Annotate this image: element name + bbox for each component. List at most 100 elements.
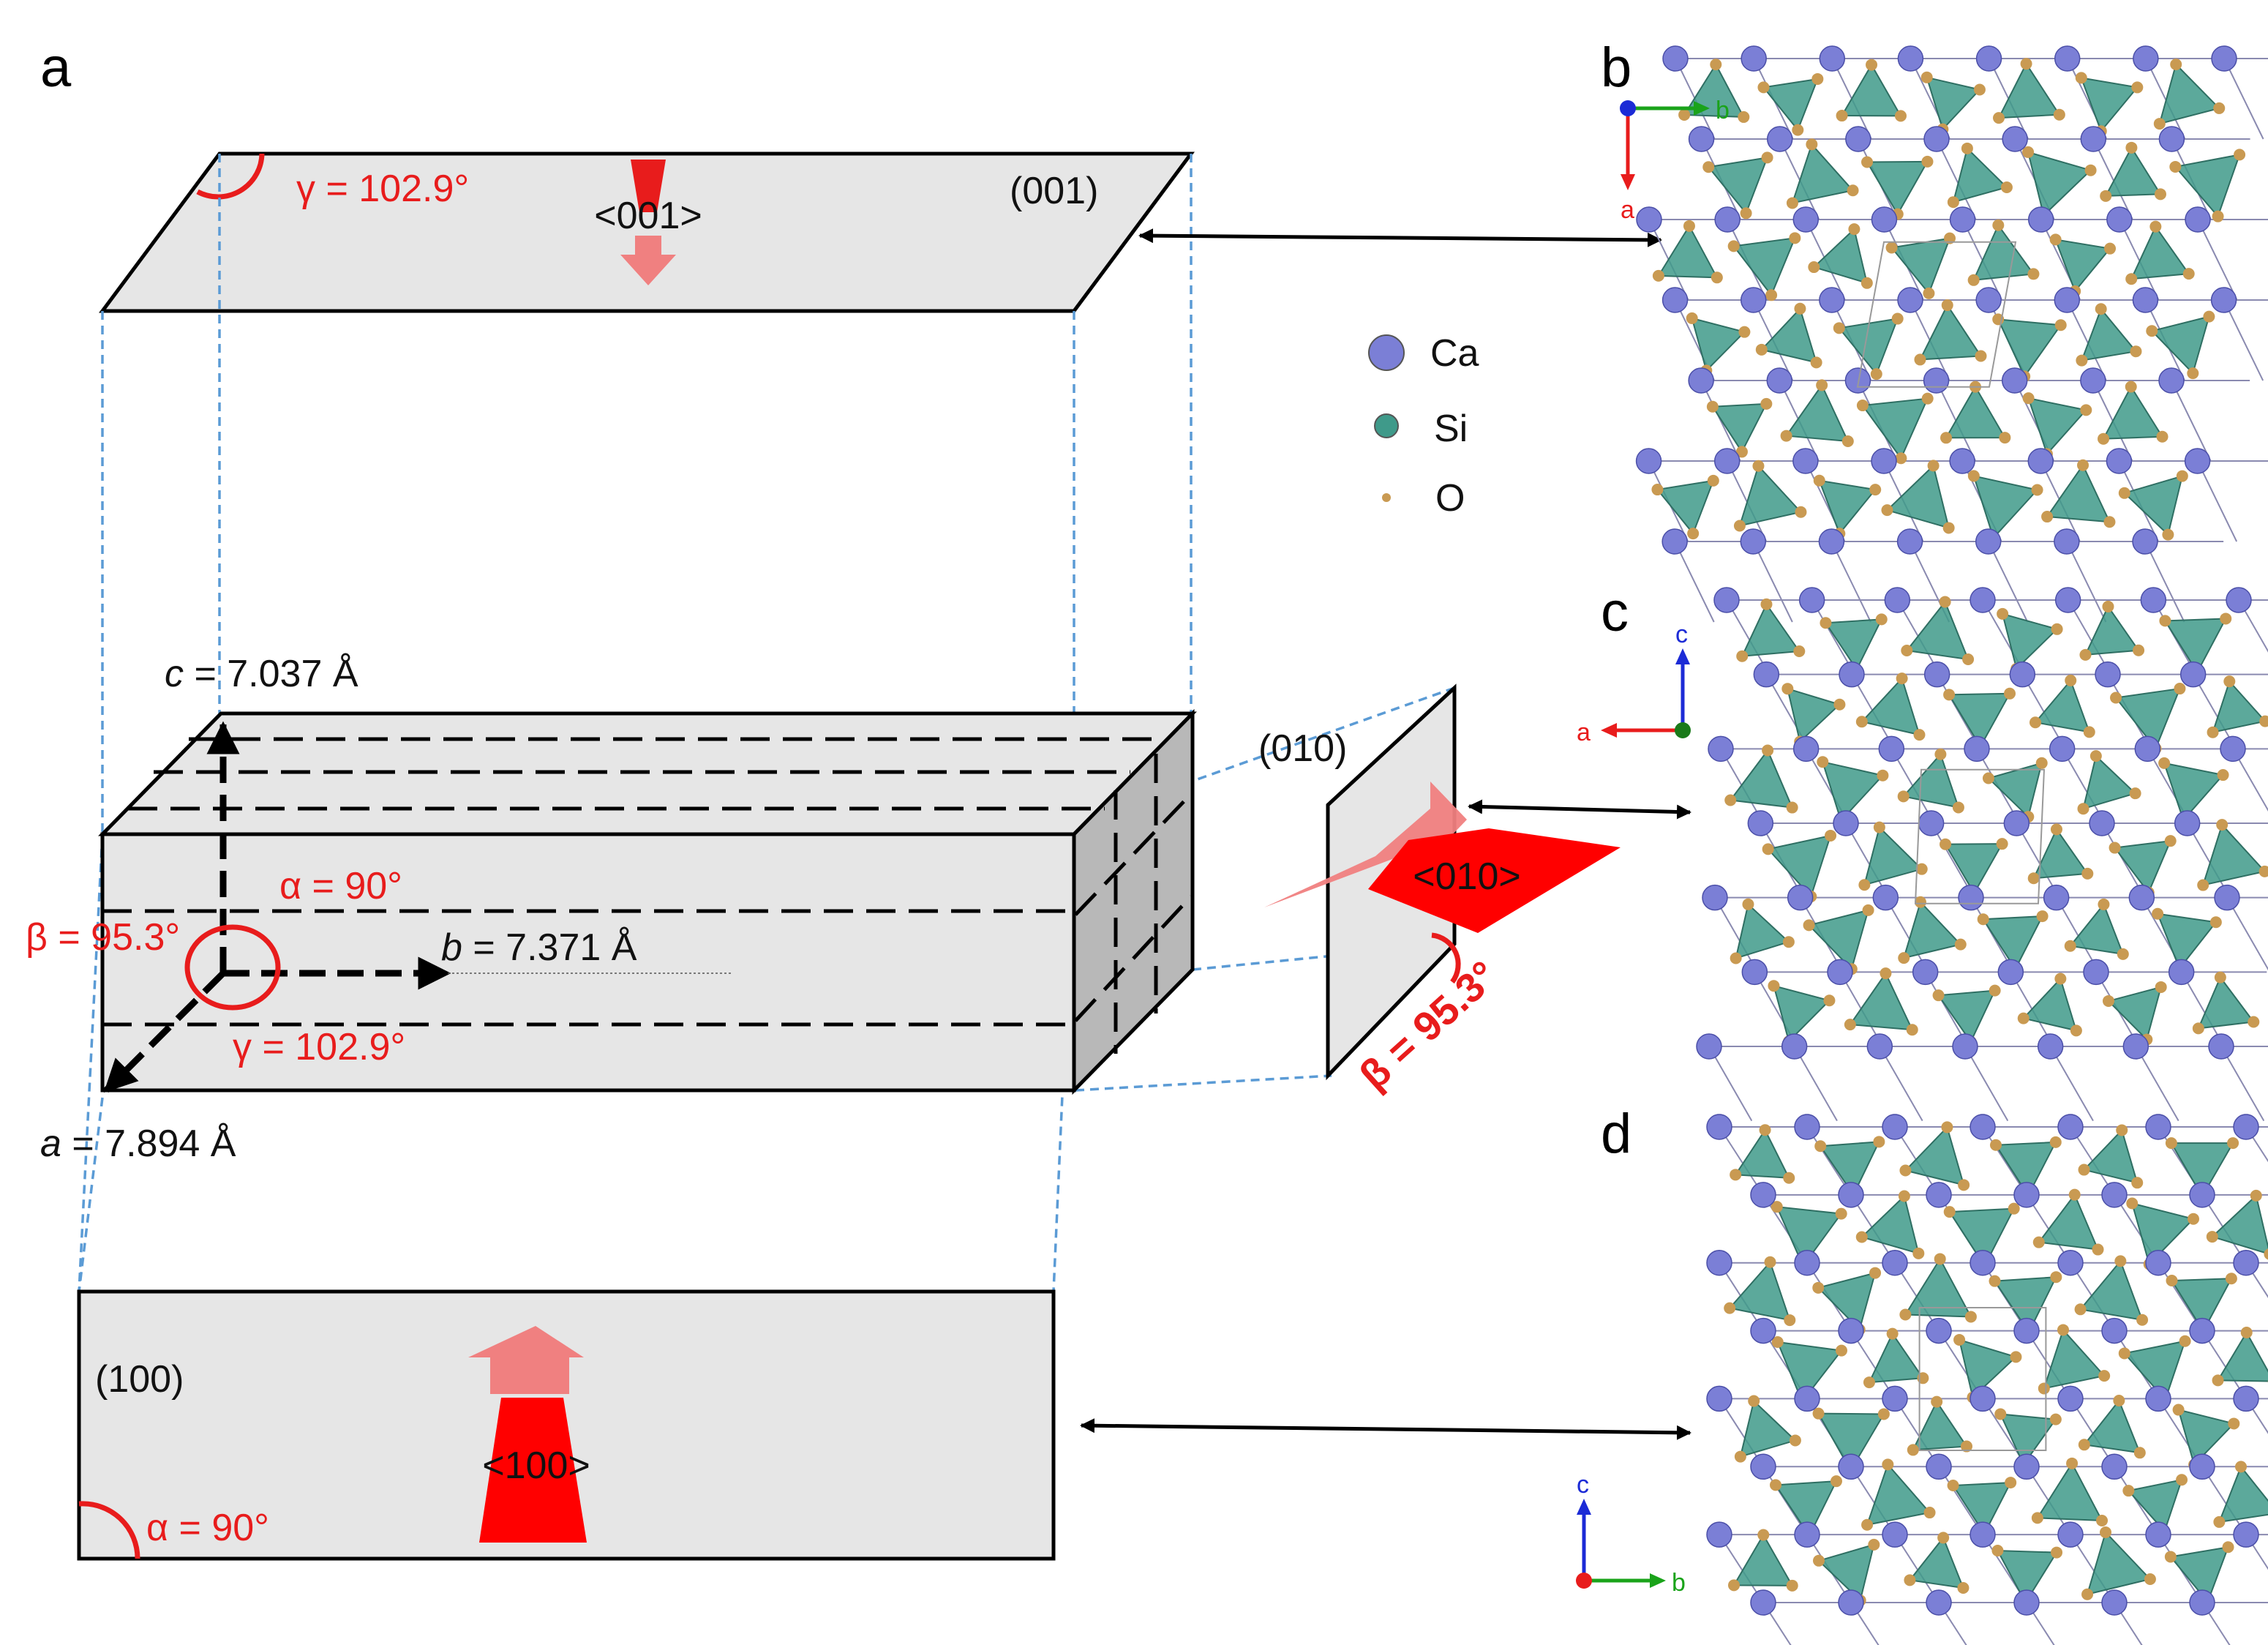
si-tetrahedron (1734, 1128, 1790, 1179)
o-atom (2027, 872, 2040, 885)
link-arrow-010-to-c (1468, 799, 1691, 820)
ca-atom (2013, 1317, 2040, 1344)
panel-label-d: d (1601, 1103, 1631, 1165)
ca-atom (1871, 206, 1898, 233)
o-atom (1784, 1314, 1796, 1327)
o-atom (1899, 1164, 1912, 1177)
ca-atom (2054, 587, 2081, 613)
o-atom (2102, 600, 2114, 612)
si-tetrahedron (2107, 986, 2163, 1041)
crystal-structure-d (1706, 1114, 2268, 1645)
o-atom (2041, 511, 2054, 523)
o-atom (2192, 1022, 2204, 1035)
ca-atom (1819, 287, 1845, 313)
ca-atom (1878, 735, 1905, 762)
o-atom (1977, 913, 1989, 926)
si-tetrahedron (2027, 151, 2092, 217)
ca-atom (1766, 126, 1793, 152)
bond (2026, 1602, 2055, 1645)
ca-atom (1926, 1182, 1952, 1208)
ca-atom (2101, 1453, 2128, 1480)
bond (1894, 1534, 1940, 1603)
bond (2135, 1046, 2179, 1122)
si-tetrahedron (1997, 62, 2061, 119)
si-tetrahedron (2080, 77, 2139, 133)
o-atom (1957, 1581, 1970, 1594)
o-atom (1678, 108, 1691, 121)
si-tetrahedron (2216, 1331, 2268, 1382)
o-atom (1762, 744, 1774, 757)
ca-atom (2133, 45, 2159, 72)
o-atom (2098, 432, 2110, 445)
gamma-arc-001 (196, 153, 265, 200)
ca-atom (1750, 1182, 1776, 1208)
ca-atom (1750, 1589, 1776, 1616)
o-atom (1724, 794, 1737, 806)
ca-atom (2168, 959, 2195, 986)
ca-atom (1838, 1317, 1864, 1344)
plane-001-direction: <001> (594, 195, 702, 237)
ca-atom (1926, 1589, 1952, 1616)
o-atom (1803, 919, 1815, 932)
ca-atom (2080, 367, 2106, 394)
bond (1719, 1534, 1764, 1603)
o-atom (1811, 72, 1824, 85)
ca-atom (2095, 661, 2121, 688)
ca-atom (2128, 884, 2155, 911)
si-tetrahedron (2054, 239, 2111, 293)
ca-atom (1787, 884, 1814, 911)
o-atom (1760, 598, 1773, 610)
o-atom (2212, 210, 2224, 222)
o-atom (2248, 1016, 2260, 1028)
ca-atom (1975, 287, 2002, 313)
ca-atom (1747, 810, 1774, 836)
o-atom (2050, 823, 2062, 836)
ca-atom (2083, 959, 2109, 986)
ca-atom (1838, 1589, 1864, 1616)
triad-v-arrowhead (1621, 174, 1635, 190)
si-tetrahedron (1948, 692, 2011, 749)
o-atom (2098, 1370, 2111, 1382)
o-atom (1898, 952, 1910, 964)
axis-triad-d: bc (1576, 1471, 1686, 1597)
o-atom (2027, 268, 2040, 280)
o-atom (2078, 1164, 2090, 1176)
si-tetrahedron (2034, 678, 2091, 733)
o-atom (2092, 1243, 2104, 1256)
o-atom (1943, 689, 1956, 701)
ca-atom (1794, 1521, 1820, 1548)
o-atom (1923, 1507, 1936, 1519)
o-atom (1855, 1231, 1868, 1243)
o-atom (1781, 683, 1794, 695)
bond (1850, 1330, 1896, 1399)
o-atom (2077, 459, 2089, 471)
o-atom (2075, 72, 2087, 84)
ca-atom (2233, 1385, 2259, 1412)
triad-h-arrowhead (1694, 101, 1710, 116)
ca-atom (1923, 367, 1950, 394)
si-tetrahedron (1776, 1206, 1843, 1268)
o-atom (2217, 769, 2229, 782)
o-atom (1913, 729, 1926, 741)
o-atom (2131, 1177, 2144, 1189)
si-tetrahedron (1837, 318, 1899, 376)
o-atom (2170, 58, 2182, 70)
ca-atom (1635, 448, 1662, 474)
bond (2201, 1466, 2247, 1535)
o-atom (1973, 83, 1986, 96)
o-atom (2104, 242, 2117, 255)
bond (1719, 1126, 1764, 1196)
bond (2226, 897, 2268, 971)
ca-atom (2054, 528, 2080, 555)
o-atom (1771, 1335, 1784, 1348)
o-atom (2050, 1271, 2062, 1284)
ca-atom (2132, 528, 2158, 555)
bond (1970, 897, 2015, 973)
o-atom (2049, 1136, 2062, 1148)
o-atom (1742, 898, 1754, 910)
bond (2245, 1262, 2268, 1298)
si-tetrahedron (1951, 1481, 2012, 1536)
o-atom (2100, 1526, 2112, 1538)
ca-atom (1827, 959, 1853, 986)
ca-atom (2189, 1589, 2215, 1616)
